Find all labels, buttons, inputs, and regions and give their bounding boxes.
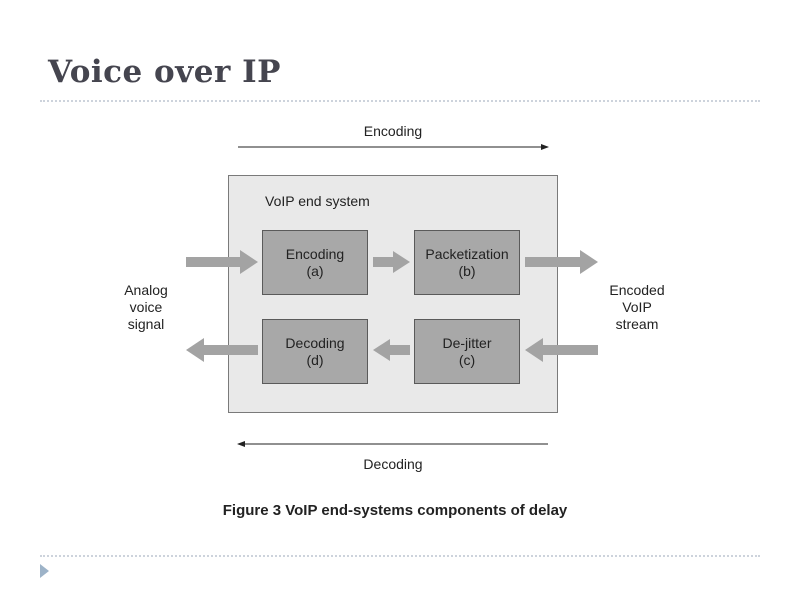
signal-out-arrow-icon xyxy=(186,338,258,362)
system-label: VoIP end system xyxy=(265,193,370,209)
encode-to-packetize-arrow-icon xyxy=(373,251,410,273)
figure-caption: Figure 3 VoIP end-systems components of … xyxy=(222,502,568,519)
encoding-flow-label: Encoding xyxy=(363,123,423,139)
footer-divider xyxy=(40,555,760,557)
input-arrow-icon xyxy=(186,250,258,274)
decoding-block: Decoding(d) xyxy=(262,319,368,384)
dejitter-to-decode-arrow-icon xyxy=(373,339,410,361)
bullet-triangle-icon xyxy=(40,564,49,578)
decoding-flow-label: Decoding xyxy=(363,456,423,472)
output-arrow-icon xyxy=(525,250,598,274)
slide-title: Voice over IP xyxy=(48,54,281,90)
title-divider xyxy=(40,100,760,102)
packetization-block: Packetization(b) xyxy=(414,230,520,295)
stream-in-arrow-icon xyxy=(525,338,598,362)
encoding-block: Encoding(a) xyxy=(262,230,368,295)
dejitter-block: De-jitter(c) xyxy=(414,319,520,384)
